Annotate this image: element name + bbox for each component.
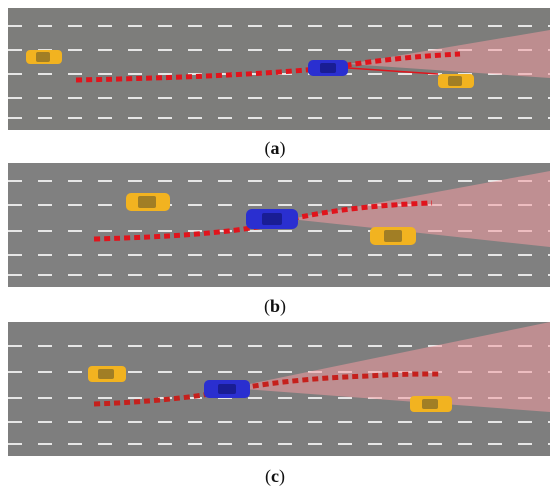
caption-close-paren: ) bbox=[280, 296, 286, 316]
sensor-cone-icon bbox=[290, 171, 550, 247]
yellow-taxi-icon bbox=[126, 193, 170, 211]
yellow-taxi-icon bbox=[88, 366, 126, 382]
ego-car-icon bbox=[204, 380, 250, 398]
panel-b bbox=[8, 163, 550, 287]
caption-a: (a) bbox=[0, 138, 550, 158]
caption-c: (c) bbox=[0, 466, 550, 486]
caption-close-paren: ) bbox=[279, 466, 285, 486]
caption-open-paren: ( bbox=[263, 296, 270, 316]
caption-close-paren: ) bbox=[279, 138, 286, 158]
ego-car-icon bbox=[246, 209, 298, 229]
sensor-ray bbox=[347, 67, 439, 75]
caption-letter: c bbox=[271, 466, 279, 486]
caption-open-paren: ( bbox=[265, 466, 271, 486]
caption-b: (b) bbox=[0, 296, 550, 316]
caption-letter: b bbox=[269, 296, 280, 316]
caption-letter: a bbox=[270, 138, 280, 158]
panel-a bbox=[8, 8, 550, 130]
planned-trajectory-icon bbox=[93, 371, 441, 407]
yellow-taxi-icon bbox=[370, 227, 416, 245]
road-scene-c bbox=[8, 322, 550, 456]
yellow-taxi-icon bbox=[438, 74, 474, 88]
yellow-taxi-icon bbox=[410, 396, 452, 412]
road-scene-b bbox=[8, 163, 550, 287]
road-scene-a bbox=[8, 8, 550, 130]
sensor-cone-icon bbox=[230, 322, 550, 412]
ego-car-icon bbox=[308, 60, 348, 76]
yellow-taxi-icon bbox=[26, 50, 62, 64]
caption-open-paren: ( bbox=[264, 138, 271, 158]
panel-c bbox=[8, 322, 550, 456]
